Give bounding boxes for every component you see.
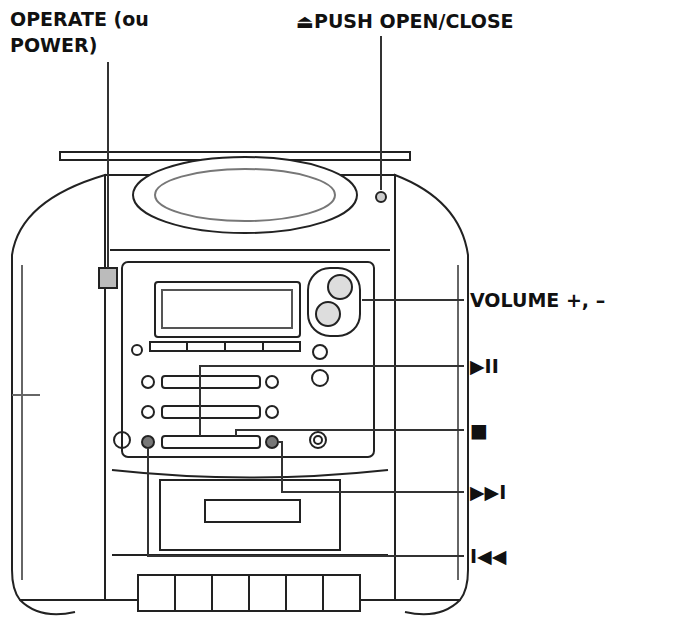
part-label: ⏏PUSH OPEN/CLOSE — [296, 8, 514, 34]
button-symbol: ▶II — [470, 353, 499, 379]
button-symbol: ■ — [470, 417, 488, 443]
button-symbol: ▶▶I — [470, 479, 506, 505]
part-label: OPERATE (ou POWER) — [10, 6, 150, 58]
button-symbol: I◀◀ — [470, 543, 506, 569]
part-label: VOLUME +, – — [470, 287, 605, 313]
